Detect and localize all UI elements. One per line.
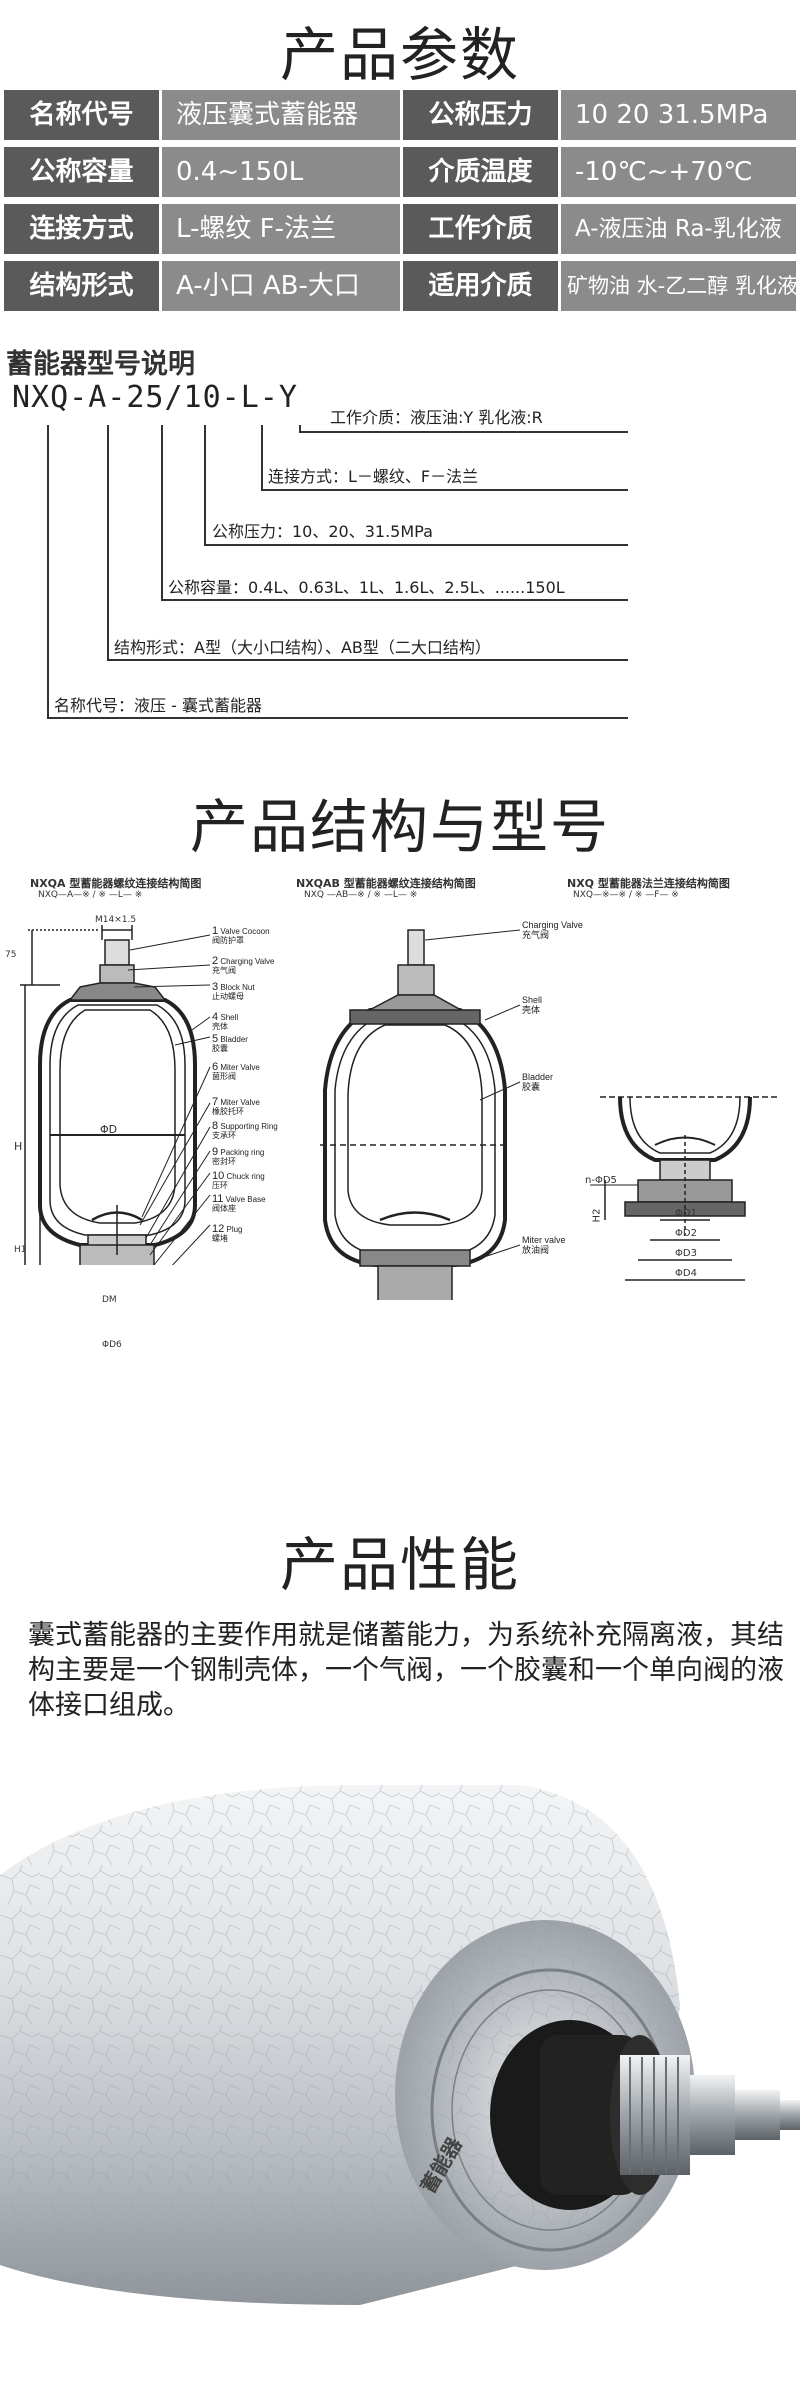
section-title-performance: 产品性能 — [279, 1531, 520, 1599]
section-title-params: 产品参数 — [279, 21, 520, 89]
param-key: 公称容量 — [4, 147, 159, 197]
diagram-subcaption: NXQ —AB—※ / ※ —L— ※ — [304, 890, 418, 900]
diagram-nxq-flange — [590, 1096, 780, 1281]
dim-label: ΦD2 — [675, 1228, 697, 1239]
dim-label: H — [14, 1140, 23, 1153]
accumulator-photo — [0, 1785, 800, 2305]
model-code-title: 蓄能器型号说明 — [6, 349, 195, 380]
param-value: 10 20 31.5MPa — [561, 90, 796, 140]
param-value: 液压囊式蓄能器 — [162, 90, 400, 140]
diagram-caption: NXQA 型蓄能器螺纹连接结构简图 — [30, 877, 202, 890]
param-value: L-螺纹 F-法兰 — [162, 204, 400, 254]
model-label: 工作介质：液压油:Y 乳化液:R — [330, 408, 543, 427]
dim-label: M14×1.5 — [95, 915, 137, 925]
param-value: A-液压油 Ra-乳化液 — [561, 204, 796, 254]
model-label: 公称压力：10、20、31.5MPa — [212, 522, 433, 541]
param-key: 名称代号 — [4, 90, 159, 140]
param-value: 矿物油 水-乙二醇 乳化液 — [561, 261, 796, 311]
diagram-caption: NXQAB 型蓄能器螺纹连接结构简图 — [296, 877, 476, 890]
dim-label: ΦD3 — [675, 1248, 697, 1259]
param-key: 工作介质 — [403, 204, 558, 254]
model-label: 名称代号：液压 - 囊式蓄能器 — [54, 696, 262, 715]
model-code-leader-lines — [47, 425, 628, 719]
dim-label: n-ΦD5 — [585, 1175, 617, 1186]
dim-label: H2 — [591, 1208, 603, 1223]
param-row: 连接方式 L-螺纹 F-法兰 工作介质 A-液压油 Ra-乳化液 — [4, 204, 796, 254]
dim-label: ΦD1 — [675, 1208, 697, 1219]
model-label: 公称容量：0.4L、0.63L、1L、1.6L、2.5L、......150L — [168, 578, 565, 597]
dim-label: H1 — [14, 1245, 27, 1255]
diagram-subcaption: NXQ—A—※ / ※ —L— ※ — [38, 890, 143, 900]
param-key: 结构形式 — [4, 261, 159, 311]
dim-label: ΦD4 — [675, 1268, 697, 1279]
performance-text: 囊式蓄能器的主要作用就是储蓄能力，为系统补充隔离液，其结构主要是一个钢制壳体，一… — [28, 1620, 784, 1721]
model-label: 连接方式：L－螺纹、F－法兰 — [268, 467, 479, 486]
param-key: 适用介质 — [403, 261, 558, 311]
param-key: 介质温度 — [403, 147, 558, 197]
dim-label: 75 — [5, 950, 17, 960]
param-key: 公称压力 — [403, 90, 558, 140]
dim-label: ΦD — [100, 1123, 118, 1136]
param-key: 连接方式 — [4, 204, 159, 254]
section-title-structure: 产品结构与型号 — [189, 793, 610, 861]
model-label: 结构形式：A型（大小口结构）、AB型（二大口结构） — [114, 638, 491, 657]
param-row: 结构形式 A-小口 AB-大口 适用介质 矿物油 水-乙二醇 乳化液 — [4, 261, 796, 311]
diagram-nxqa — [20, 925, 211, 1265]
dim-label: ΦD6 — [102, 1340, 122, 1350]
param-value: -10℃~+70℃ — [561, 147, 796, 197]
diagram-subcaption: NXQ—※—※ / ※ —F— ※ — [573, 890, 679, 900]
param-value: 0.4~150L — [162, 147, 400, 197]
dim-label: DM — [102, 1295, 117, 1305]
model-code: NXQ-A-25/10-L-Y — [12, 380, 298, 415]
diagram-nxqab — [320, 929, 521, 1300]
param-row: 公称容量 0.4~150L 介质温度 -10℃~+70℃ — [4, 147, 796, 197]
param-value: A-小口 AB-大口 — [162, 261, 400, 311]
param-row: 名称代号 液压囊式蓄能器 公称压力 10 20 31.5MPa — [4, 90, 796, 140]
diagram-caption: NXQ 型蓄能器法兰连接结构简图 — [567, 877, 730, 890]
